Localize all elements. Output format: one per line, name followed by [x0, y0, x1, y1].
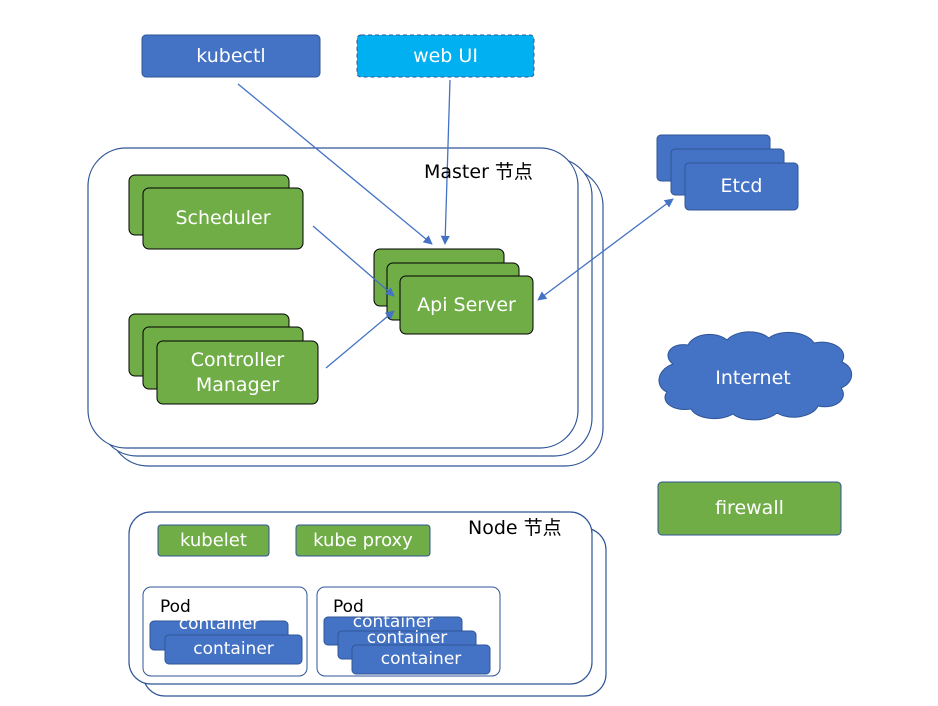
firewall-box — [657, 481, 842, 536]
internet-cloud — [658, 331, 853, 421]
api-server-box — [399, 275, 534, 335]
pod-2-container-front — [351, 644, 491, 675]
pod-1-label: Pod — [160, 596, 191, 617]
controller-manager-label: Controller Manager — [190, 348, 285, 396]
kube-proxy-label: kube proxy — [313, 529, 413, 551]
firewall-label: firewall — [715, 497, 784, 520]
pod-2-container-back-label: container — [352, 611, 434, 632]
arrow-webui-to-api — [440, 79, 451, 245]
etcd-box — [684, 162, 799, 211]
arrow-controller-to-api — [325, 310, 395, 369]
kubectl-box — [141, 34, 321, 78]
web-ui-box — [356, 34, 535, 78]
kubectl-label: kubectl — [196, 44, 266, 67]
kubelet-box — [157, 524, 270, 557]
kube-proxy-box — [295, 524, 431, 557]
arrow-api-etcd — [537, 198, 674, 301]
api-server-label: Api Server — [417, 293, 516, 316]
scheduler-label: Scheduler — [175, 207, 271, 230]
etcd-label: Etcd — [720, 175, 763, 198]
master-title: Master 节点 — [424, 160, 533, 183]
controller-manager-box — [156, 340, 319, 405]
arrow-scheduler-to-api — [312, 225, 395, 297]
arrow-kubectl-to-api — [237, 83, 433, 245]
pod-1-container-back-label: container — [178, 613, 260, 634]
pod-2-container-front-label: container — [380, 649, 462, 670]
internet-label: Internet — [715, 366, 791, 389]
pod-1-container-front — [164, 634, 303, 665]
scheduler-box — [142, 187, 304, 250]
kubelet-label: kubelet — [180, 529, 247, 551]
web-ui-label: web UI — [413, 44, 478, 67]
pod-2-label: Pod — [333, 596, 364, 617]
pod-2-container-mid-label: container — [366, 627, 448, 648]
pod-1-container-front-label: container — [193, 639, 274, 660]
node-title: Node 节点 — [468, 516, 562, 539]
